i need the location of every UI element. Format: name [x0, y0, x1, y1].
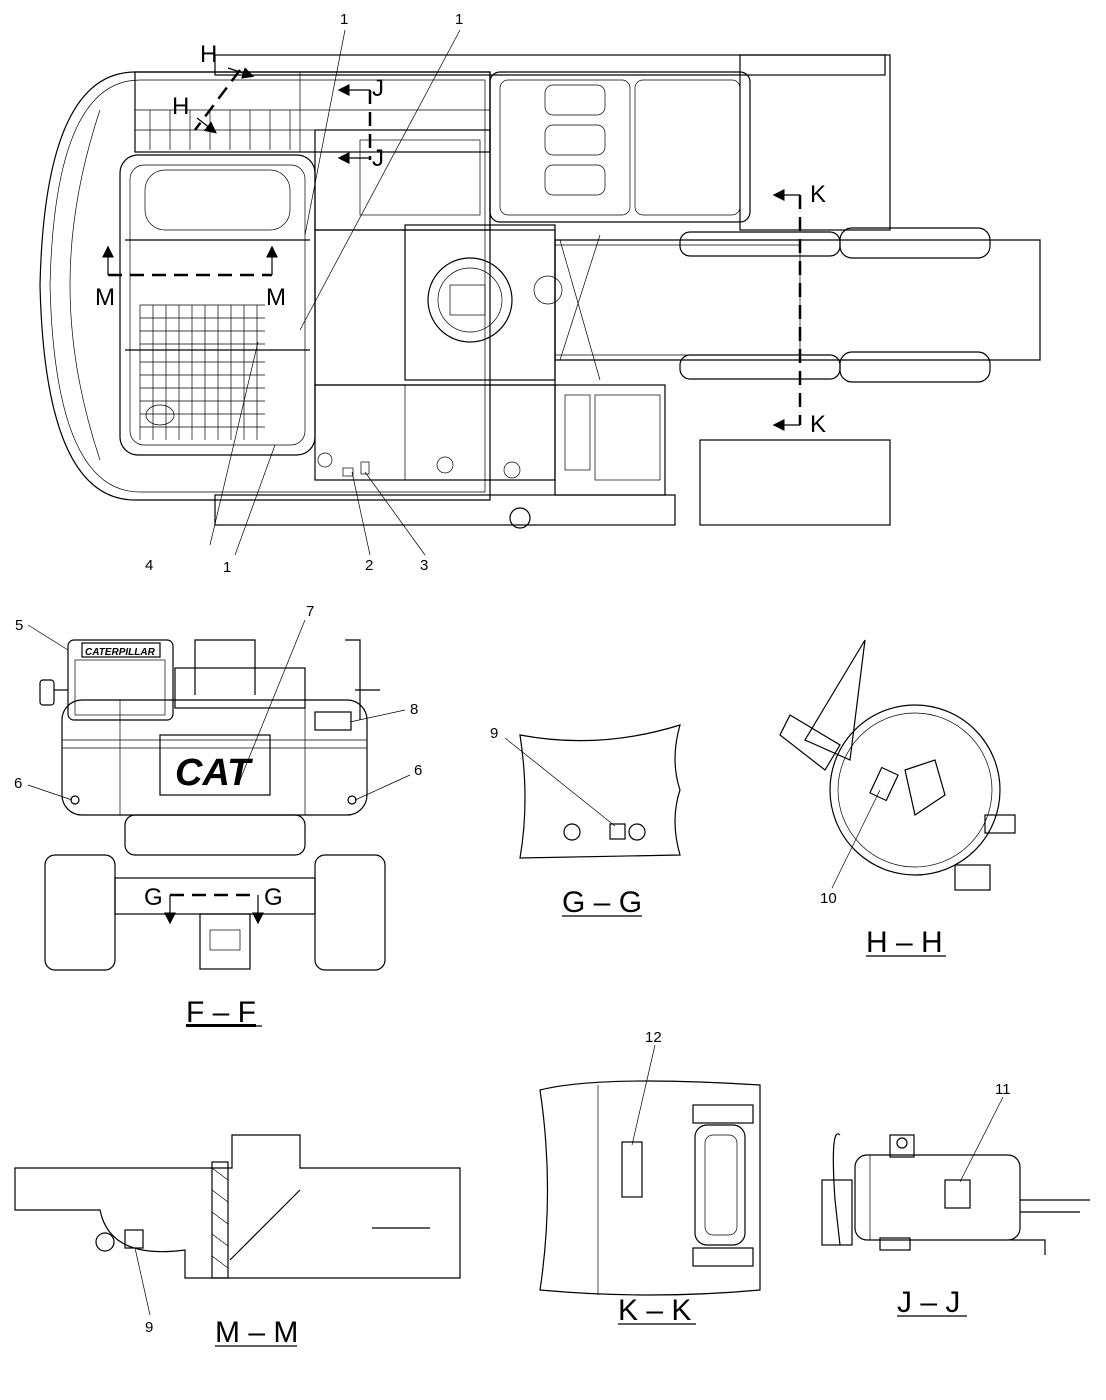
callout-leaders-ff — [27, 619, 411, 801]
callout-1-top-left: 1 — [340, 11, 348, 28]
callout-2: 2 — [365, 557, 373, 574]
caterpillar-logo: CATERPILLAR — [85, 647, 156, 658]
cat-logo: CAT — [175, 752, 253, 794]
view-m-m — [14, 1134, 461, 1316]
callout-1-top-right: 1 — [455, 11, 463, 28]
marker-m-right: M — [266, 284, 286, 311]
view-title-kk: K – K — [618, 1294, 691, 1327]
view-k-k — [539, 1044, 761, 1296]
marker-k-lower: K — [810, 411, 826, 438]
marker-h-lower: H — [172, 93, 189, 120]
callout-6-right: 6 — [414, 762, 422, 779]
marker-j-lower: J — [372, 145, 384, 172]
view-title-jj: J – J — [897, 1286, 960, 1319]
marker-j-upper: J — [372, 75, 384, 102]
callout-9-mm: 9 — [145, 1319, 153, 1336]
view-f-f: CATERPILLAR CAT — [39, 639, 386, 971]
callout-9-gg: 9 — [490, 725, 498, 742]
marker-g-right: G — [264, 884, 283, 911]
marker-h-upper: H — [200, 41, 217, 68]
marker-g-left: G — [144, 884, 163, 911]
callout-leaders-top — [209, 29, 461, 556]
view-title-hh: H – H — [866, 926, 943, 959]
view-title-ff: F – F — [186, 996, 256, 1029]
callout-4: 4 — [145, 557, 153, 574]
view-title-mm: M – M — [215, 1316, 298, 1349]
marker-m-left: M — [95, 284, 115, 311]
engine-grille — [139, 304, 265, 440]
callout-11: 11 — [995, 1081, 1011, 1098]
callout-7: 7 — [306, 603, 314, 620]
top-plan-view — [39, 54, 1041, 529]
callout-6-left: 6 — [14, 775, 22, 792]
callout-8: 8 — [410, 701, 418, 718]
section-lines — [102, 67, 802, 431]
callout-5: 5 — [15, 617, 23, 634]
callout-1-bottom: 1 — [223, 559, 231, 576]
view-h-h — [779, 639, 1016, 891]
marker-k-upper: K — [810, 181, 826, 208]
view-g-g — [504, 724, 681, 859]
callout-10: 10 — [820, 890, 837, 907]
view-j-j — [821, 1096, 1090, 1255]
callout-12: 12 — [645, 1029, 662, 1046]
callout-3: 3 — [420, 557, 428, 574]
view-title-gg: G – G — [562, 886, 642, 919]
